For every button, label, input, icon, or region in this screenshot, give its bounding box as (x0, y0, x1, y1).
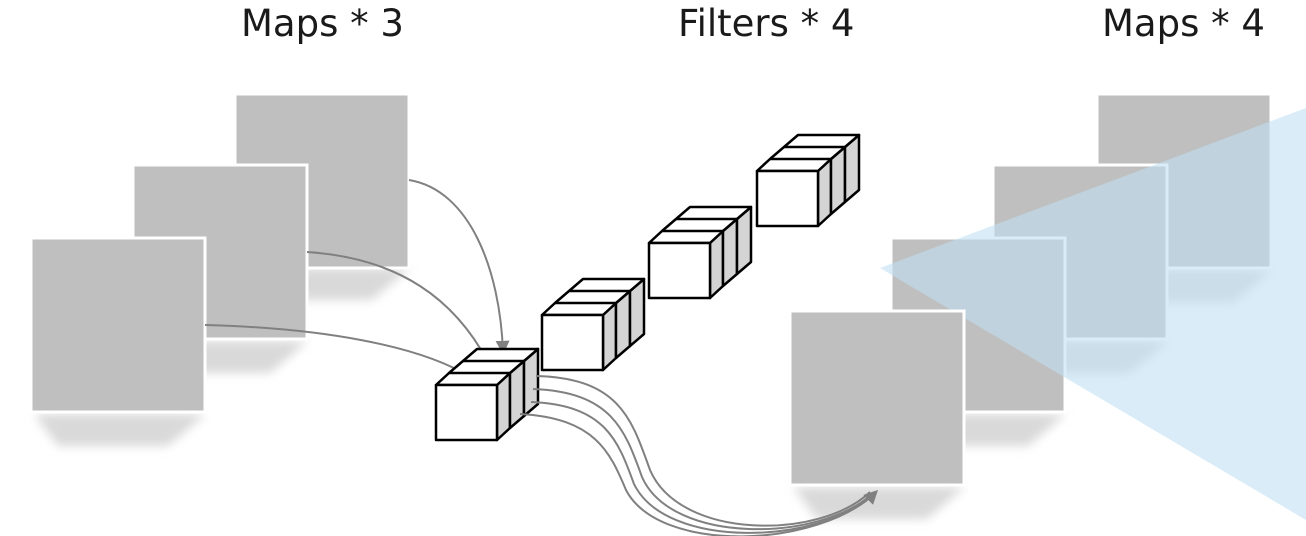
receptive-field-highlight (880, 108, 1306, 520)
output-maps-label: Maps * 4 (1102, 2, 1265, 45)
filter-cube (755, 133, 861, 228)
filter-cube (540, 277, 646, 372)
map-shadow (34, 414, 206, 446)
arrow-filter-to-output (532, 388, 873, 531)
output-arrows (519, 375, 878, 536)
filters-label: Filters * 4 (678, 2, 855, 45)
filter-cube (647, 205, 753, 300)
input-maps-label: Maps * 3 (241, 2, 404, 45)
output-map (788, 309, 966, 487)
filter-cube (434, 347, 540, 442)
arrow-input-to-filter (306, 251, 490, 365)
input-maps (29, 92, 411, 446)
input-map (29, 236, 207, 446)
arrow-filter-to-output (519, 413, 878, 536)
arrow-input-to-filter (408, 179, 510, 355)
arrow-filter-to-output (535, 375, 871, 527)
map-plane (29, 236, 207, 414)
input-arrows (204, 179, 510, 380)
filters (434, 133, 861, 442)
map-shadow (793, 487, 965, 519)
map-plane (788, 309, 966, 487)
arrow-input-to-filter (204, 324, 475, 380)
arrow-filter-to-output (530, 401, 875, 534)
